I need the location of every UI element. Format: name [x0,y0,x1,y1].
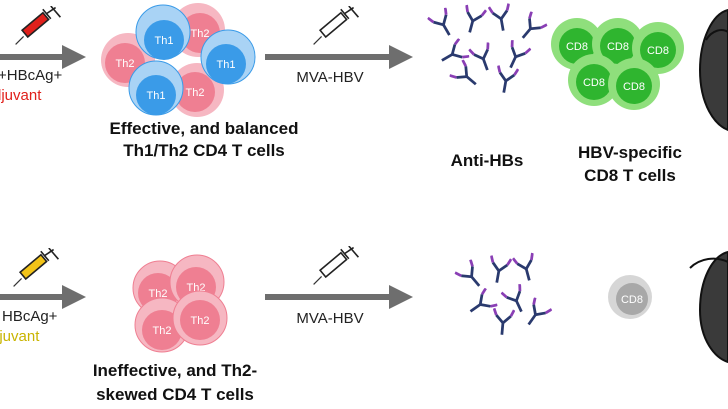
cd8-cluster: CD8 CD8 CD8 CD8 CD8 [551,18,684,110]
svg-text:Th2: Th2 [116,58,135,70]
svg-text:CD8: CD8 [583,77,605,89]
cd8-cell-inactive: CD8 [608,275,652,319]
cd8-cell: CD8 [568,54,620,106]
svg-text:Th1: Th1 [217,59,236,71]
svg-text:Th2: Th2 [153,325,172,337]
th1-cell: Th1 [200,29,256,85]
adjuvant-label: ljuvant [0,87,42,104]
cd4-cluster: Th2 Th2 Th2 Th2 [132,254,228,353]
svg-text:CD8: CD8 [607,41,629,53]
syringe-icon [14,6,62,46]
syringe-icon [312,246,360,286]
antibodies [453,251,554,337]
svg-text:CD8: CD8 [621,294,643,306]
svg-text:CD8: CD8 [647,45,669,57]
cd8-cell: CD8 [608,58,660,110]
cd4-label: Th1/Th2 CD4 T cells [123,141,285,160]
cd4-label: Ineffective, and Th2- [93,361,257,380]
svg-text:Th2: Th2 [191,315,210,327]
cd4-cluster: Th2 Th2 Th2 Th1 Th1 Th1 [101,3,256,117]
mouse-icon [698,8,728,132]
syringe-icon [312,6,360,46]
svg-text:Th2: Th2 [191,28,210,40]
bottom-row: HBcAg+ ljuvant Th2 Th2 Th2 Th2 Ineffecti… [0,246,728,404]
th2-cell: Th2 [172,290,228,346]
boost-label: MVA-HBV [296,69,363,86]
cd8-label: HBV-specific [578,143,682,162]
vaccine-label: HBcAg+ [2,308,58,325]
top-row: +HBcAg+ ljuvant Th2 Th2 Th2 Th1 Th1 Th1 … [0,2,728,185]
cd4-label: skewed CD4 T cells [96,385,254,404]
antibodies [426,2,549,96]
cd4-label: Effective, and balanced [110,119,299,138]
th1-cell: Th1 [128,60,184,116]
svg-text:Th2: Th2 [149,288,168,300]
antibody-label: Anti-HBs [451,151,524,170]
th1-cell: Th1 [135,4,191,60]
vaccine-label: +HBcAg+ [0,67,62,84]
svg-text:CD8: CD8 [566,41,588,53]
svg-text:CD8: CD8 [623,81,645,93]
boost-label: MVA-HBV [296,310,363,327]
cd8-label: CD8 T cells [584,166,676,185]
svg-text:Th1: Th1 [147,90,166,102]
adjuvant-label: ljuvant [0,328,40,345]
svg-text:Th2: Th2 [186,87,205,99]
mouse-icon [689,250,728,364]
syringe-icon [12,248,60,288]
svg-text:Th1: Th1 [155,35,174,47]
